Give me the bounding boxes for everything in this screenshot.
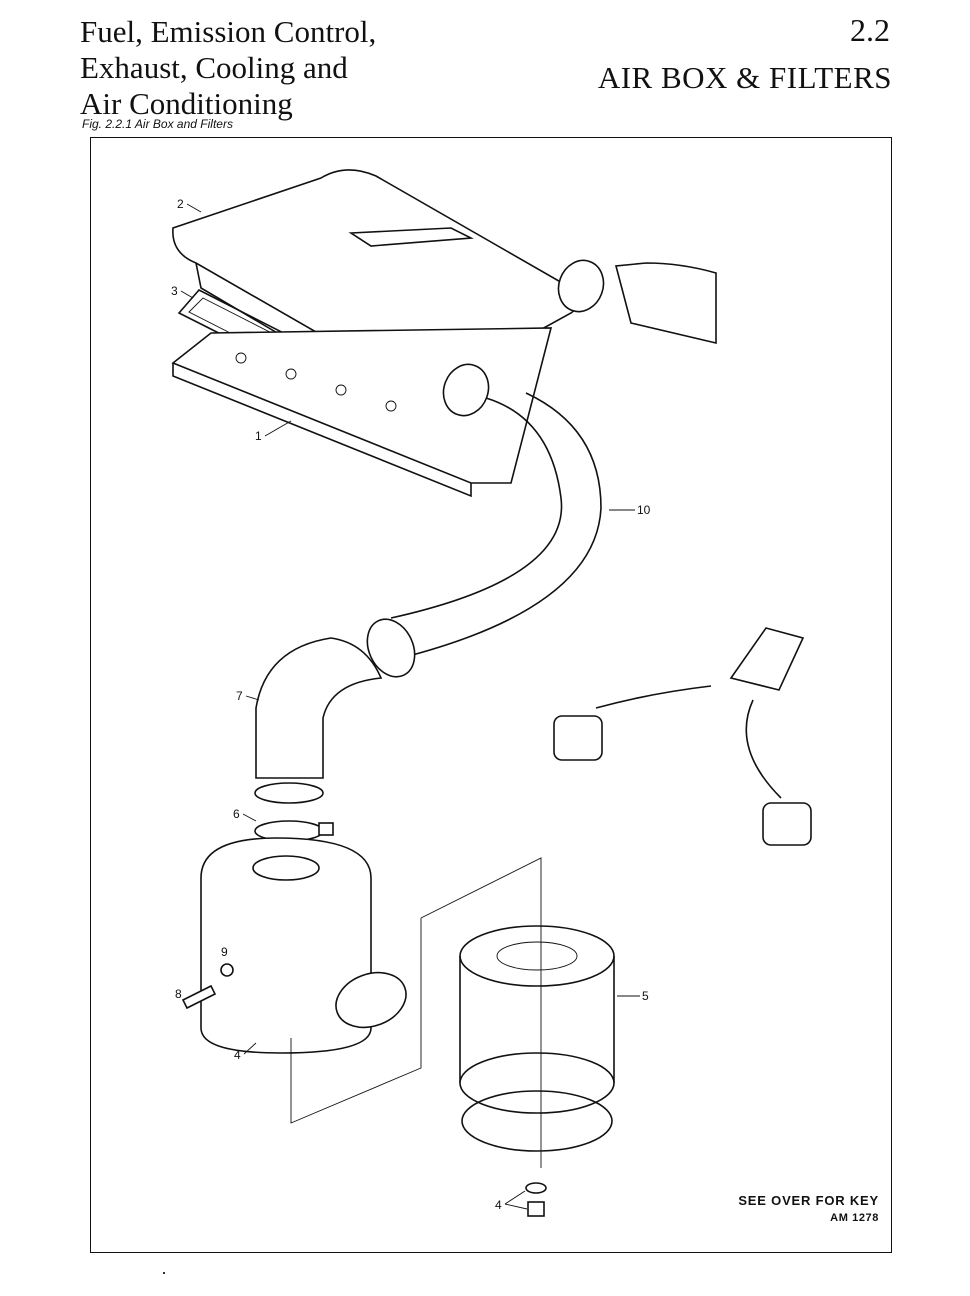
sensor-assembly — [553, 627, 812, 846]
air-box-base — [171, 327, 553, 498]
callout-9: 9 — [221, 945, 228, 959]
callout-8: 8 — [175, 987, 182, 1001]
filter-element — [459, 925, 615, 1152]
upper-duct — [614, 262, 717, 345]
figure-frame: 2 3 1 10 7 6 9 8 4 5 4 SEE OVER FOR KEY … — [90, 137, 892, 1253]
hose-clip — [254, 782, 334, 842]
assembly-lines — [290, 857, 542, 1168]
callout-4b: 4 — [495, 1198, 502, 1212]
bolt — [181, 963, 234, 1010]
see-over-note: SEE OVER FOR KEY — [738, 1193, 879, 1208]
callout-labels: 2 3 1 10 7 6 9 8 4 5 4 — [171, 197, 651, 1212]
page-title: AIR BOX & FILTERS — [597, 60, 892, 95]
figure-caption: Fig. 2.2.1 Air Box and Filters — [82, 117, 233, 131]
section-number: 2.2 — [850, 12, 890, 48]
scan-mark — [163, 1272, 165, 1274]
callout-5: 5 — [642, 989, 649, 1003]
callout-2: 2 — [177, 197, 184, 211]
washer-and-nut — [525, 1182, 547, 1217]
section-title-line-3: Air Conditioning — [80, 86, 293, 121]
drawing-number: AM 1278 — [830, 1212, 879, 1224]
air-box-outlets — [442, 259, 605, 417]
flexible-hose — [366, 392, 602, 678]
filter-housing — [200, 837, 407, 1054]
callout-7: 7 — [236, 689, 243, 703]
section-title: Fuel, Emission Control, Exhaust, Cooling… — [80, 14, 500, 122]
section-title-line-1: Fuel, Emission Control, — [80, 14, 377, 49]
callout-1: 1 — [255, 429, 262, 443]
elbow-pipe — [255, 637, 383, 779]
callout-4a: 4 — [234, 1048, 241, 1062]
callout-10: 10 — [637, 503, 651, 517]
callout-6: 6 — [233, 807, 240, 821]
exploded-diagram: 2 3 1 10 7 6 9 8 4 5 4 — [171, 169, 812, 1217]
section-title-line-2: Exhaust, Cooling and — [80, 50, 348, 85]
callout-3: 3 — [171, 284, 178, 298]
